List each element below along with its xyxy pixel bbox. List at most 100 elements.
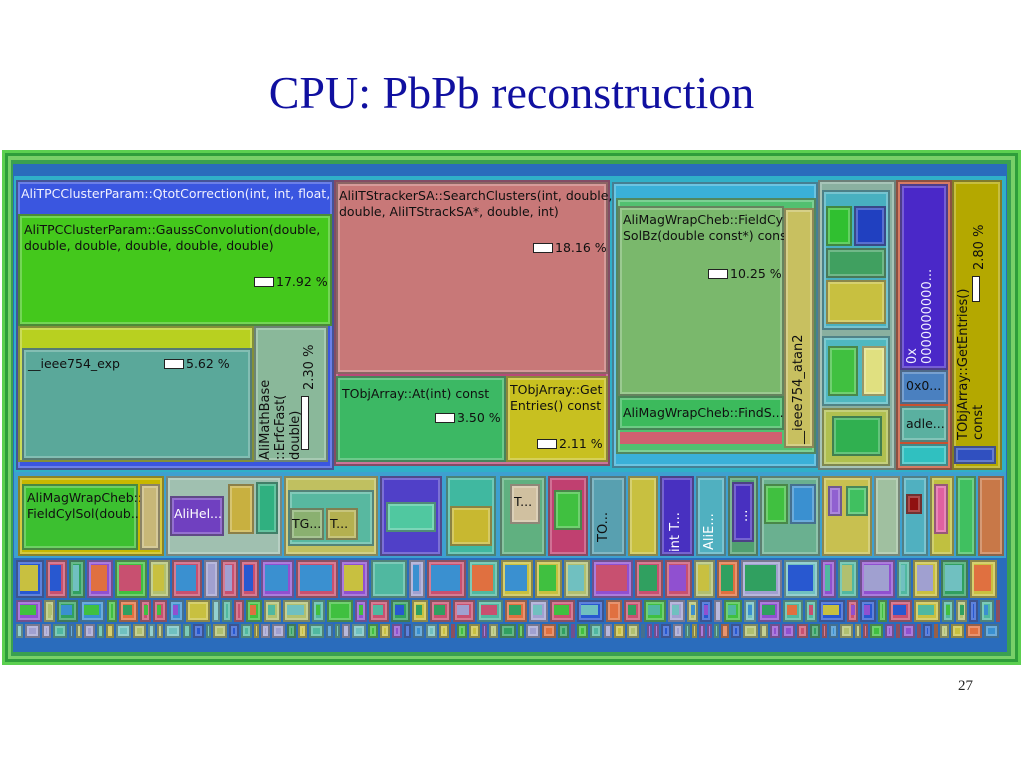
small-node[interactable] (661, 624, 671, 638)
small-node[interactable] (482, 624, 487, 638)
small-node[interactable] (902, 624, 915, 638)
small-node[interactable] (996, 600, 1000, 622)
small-node[interactable] (206, 624, 211, 638)
ieee754-exp-node[interactable] (22, 348, 252, 460)
small-node[interactable] (627, 624, 639, 638)
small-node[interactable] (673, 624, 683, 638)
objarray-getentries-right-node[interactable] (952, 180, 1002, 470)
small-node[interactable] (571, 624, 575, 638)
small-node[interactable] (692, 624, 697, 638)
small-node[interactable] (368, 624, 378, 638)
t-dots-a-node[interactable] (326, 508, 358, 540)
small-node[interactable] (241, 624, 252, 638)
small-node[interactable] (770, 624, 780, 638)
small-node[interactable] (951, 624, 964, 638)
small-node[interactable] (870, 624, 883, 638)
small-node[interactable] (469, 624, 480, 638)
small-node[interactable] (272, 624, 285, 638)
small-node[interactable] (647, 624, 652, 638)
small-node[interactable] (489, 624, 498, 638)
small-node[interactable] (604, 624, 612, 638)
small-node[interactable] (829, 624, 838, 638)
small-node[interactable] (380, 624, 390, 638)
small-node[interactable] (97, 624, 104, 638)
small-node[interactable] (457, 624, 467, 638)
small-node[interactable] (797, 624, 808, 638)
erfc-fast-node[interactable] (254, 326, 328, 462)
small-node[interactable] (590, 624, 602, 638)
small-node[interactable] (42, 624, 51, 638)
field-cyl-sol-node[interactable] (22, 484, 138, 550)
alihel-node[interactable] (170, 496, 224, 536)
small-node[interactable] (614, 624, 625, 638)
small-node[interactable] (335, 624, 340, 638)
small-node[interactable] (714, 600, 722, 622)
small-node[interactable] (558, 624, 569, 638)
find-s-node[interactable] (618, 396, 784, 430)
int-t-node[interactable] (660, 476, 694, 556)
small-node[interactable] (426, 624, 437, 638)
small-node[interactable] (165, 624, 181, 638)
small-node[interactable] (53, 624, 67, 638)
small-node[interactable] (731, 624, 741, 638)
small-node[interactable] (342, 624, 350, 638)
adle-node[interactable] (900, 406, 948, 442)
small-node[interactable] (518, 624, 524, 638)
small-node[interactable] (16, 624, 23, 638)
small-node[interactable] (714, 624, 719, 638)
small-node[interactable] (234, 600, 244, 622)
small-node[interactable] (984, 624, 999, 638)
small-node[interactable] (966, 624, 982, 638)
ieee754-atan2-node[interactable] (784, 208, 814, 448)
small-node[interactable] (699, 624, 705, 638)
small-node[interactable] (822, 624, 827, 638)
small-node[interactable] (298, 624, 307, 638)
field-cyl-solbz-node[interactable] (618, 206, 784, 396)
small-node[interactable] (404, 624, 411, 638)
small-node[interactable] (148, 624, 155, 638)
objarray-at-node[interactable] (336, 376, 506, 462)
alie-node[interactable] (696, 476, 726, 556)
small-node[interactable] (25, 624, 40, 638)
small-node[interactable] (542, 624, 556, 638)
dots-node[interactable] (732, 482, 754, 542)
small-node[interactable] (439, 624, 449, 638)
small-node[interactable] (923, 624, 932, 638)
small-node[interactable] (222, 600, 232, 622)
small-node[interactable] (212, 600, 220, 622)
small-node[interactable] (69, 624, 74, 638)
small-node[interactable] (782, 624, 795, 638)
small-node[interactable] (810, 624, 820, 638)
small-node[interactable] (213, 624, 227, 638)
small-node[interactable] (309, 624, 324, 638)
small-node[interactable] (885, 624, 894, 638)
small-node[interactable] (577, 624, 588, 638)
small-node[interactable] (106, 624, 114, 638)
small-node[interactable] (855, 624, 861, 638)
small-node[interactable] (896, 624, 900, 638)
small-node[interactable] (526, 624, 540, 638)
small-node[interactable] (107, 600, 117, 622)
small-node[interactable] (287, 624, 296, 638)
small-node[interactable] (743, 624, 758, 638)
ox-short-node[interactable] (900, 370, 948, 404)
small-node[interactable] (193, 624, 204, 638)
small-node[interactable] (917, 624, 921, 638)
small-node[interactable] (392, 624, 402, 638)
small-node[interactable] (229, 624, 239, 638)
search-clusters-node[interactable] (336, 182, 608, 374)
small-node[interactable] (326, 624, 333, 638)
small-node[interactable] (878, 600, 887, 622)
t-dots-b-node[interactable] (510, 484, 540, 524)
small-node[interactable] (654, 624, 659, 638)
small-node[interactable] (840, 624, 853, 638)
small-node[interactable] (707, 624, 712, 638)
small-node[interactable] (940, 624, 949, 638)
tg-node[interactable] (290, 508, 324, 540)
small-node[interactable] (261, 624, 270, 638)
small-node[interactable] (76, 624, 82, 638)
small-node[interactable] (934, 624, 938, 638)
small-node[interactable] (863, 624, 868, 638)
small-node[interactable] (157, 624, 163, 638)
small-node[interactable] (254, 624, 259, 638)
